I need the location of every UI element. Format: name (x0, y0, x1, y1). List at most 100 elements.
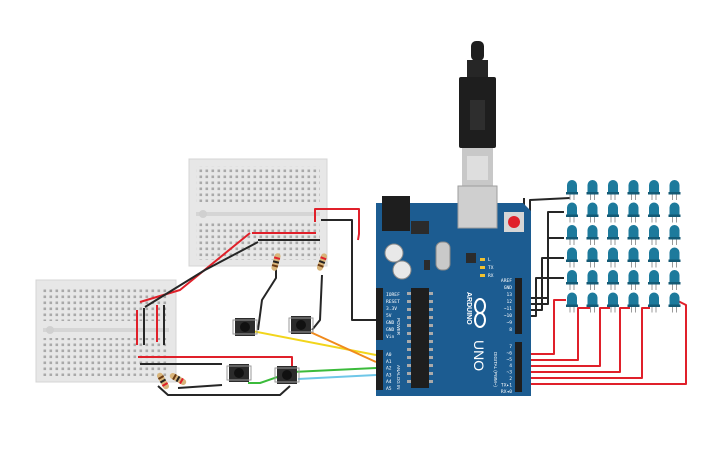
pin-label: A2 (386, 366, 392, 372)
pin-label: GND (386, 327, 395, 333)
led[interactable] (668, 225, 681, 245)
chip-pins (407, 292, 433, 383)
arduino-logo-text: ARDUINO (465, 292, 472, 325)
wire-red (520, 307, 630, 373)
wire-red (314, 208, 360, 241)
arduino-uno-board[interactable]: ARDUINO UNO POWER ANALOG IN DIGITAL (PWM… (376, 185, 531, 396)
led[interactable] (668, 180, 681, 200)
wire-cyan (297, 374, 377, 380)
pin-label: A3 (386, 372, 392, 378)
led[interactable] (627, 247, 640, 268)
wire-black (257, 262, 277, 331)
led[interactable] (586, 270, 599, 290)
pin-label: GND (386, 320, 395, 326)
pin-label: 8 (509, 327, 512, 333)
atmega-chip (411, 288, 429, 388)
led[interactable] (668, 247, 681, 268)
pin-label: 7 (509, 344, 512, 350)
wire-black (157, 385, 291, 396)
resistor[interactable] (156, 372, 170, 391)
pin-label: A1 (386, 359, 392, 365)
led[interactable] (627, 225, 640, 245)
led-label: RX (488, 273, 494, 279)
arduino-logo (474, 298, 486, 328)
pin-label: ~5 (506, 357, 512, 363)
pin-label: A5 (386, 386, 392, 392)
board-model-text: UNO (471, 340, 487, 371)
led[interactable] (607, 247, 619, 268)
led[interactable] (566, 292, 578, 313)
led[interactable] (607, 202, 619, 223)
power-header (376, 288, 383, 340)
led[interactable] (648, 247, 660, 268)
led[interactable] (668, 270, 681, 290)
capacitor (392, 260, 412, 280)
resistor[interactable] (316, 253, 328, 272)
pin-label: ~10 (504, 313, 513, 319)
led[interactable] (586, 225, 599, 245)
led[interactable] (648, 180, 660, 200)
pin-label: AREF (501, 278, 512, 284)
breadboard-upper[interactable] (188, 158, 328, 267)
led[interactable] (668, 292, 681, 313)
led[interactable] (607, 180, 619, 200)
led[interactable] (586, 180, 599, 200)
led[interactable] (566, 202, 578, 223)
usb-port (457, 185, 498, 229)
pin-label: RESET (386, 299, 400, 305)
resistor[interactable] (271, 253, 281, 272)
pin-label: 2 (509, 376, 512, 382)
digital-header-label: DIGITAL (PWM~) (493, 352, 498, 387)
led[interactable] (566, 270, 578, 290)
pin-label: ~3 (506, 370, 512, 376)
led-matrix (566, 180, 681, 313)
digital-header-bottom (515, 342, 522, 392)
led[interactable] (627, 180, 640, 200)
breadboard-lower[interactable] (35, 279, 177, 383)
led[interactable] (648, 292, 660, 313)
led[interactable] (566, 247, 578, 268)
wire-red (520, 299, 566, 355)
led[interactable] (648, 202, 660, 223)
led[interactable] (566, 180, 578, 200)
wire-yellow (251, 330, 377, 356)
pin-label: RX◂0 (501, 389, 512, 395)
pin-label: 3.3V (386, 306, 397, 312)
pin-label: ~9 (506, 320, 512, 326)
wire-black (144, 241, 259, 308)
wire-black (311, 274, 323, 331)
led[interactable] (627, 202, 640, 223)
led[interactable] (648, 225, 660, 245)
push-button[interactable] (232, 318, 258, 336)
led[interactable] (586, 247, 599, 268)
wire-orange (307, 330, 377, 363)
push-button[interactable] (288, 316, 314, 334)
led[interactable] (586, 202, 599, 223)
digital-header-top (515, 278, 522, 334)
pin-label: ~6 (506, 350, 512, 356)
led[interactable] (607, 225, 619, 245)
pin-label: TX▸1 (501, 382, 512, 388)
push-button[interactable] (226, 364, 252, 382)
led[interactable] (648, 270, 660, 290)
led[interactable] (566, 225, 578, 245)
led[interactable] (668, 202, 681, 223)
push-button[interactable] (274, 366, 300, 384)
led[interactable] (586, 292, 599, 313)
wire-black (515, 237, 564, 305)
resistor[interactable] (169, 372, 188, 386)
dc-jack (382, 196, 410, 231)
led[interactable] (607, 270, 619, 290)
led[interactable] (627, 292, 640, 313)
led[interactable] (607, 292, 619, 313)
led[interactable] (627, 270, 640, 290)
pin-label: 13 (506, 292, 512, 298)
led-label: L (488, 257, 491, 263)
pin-label: 12 (506, 299, 512, 305)
